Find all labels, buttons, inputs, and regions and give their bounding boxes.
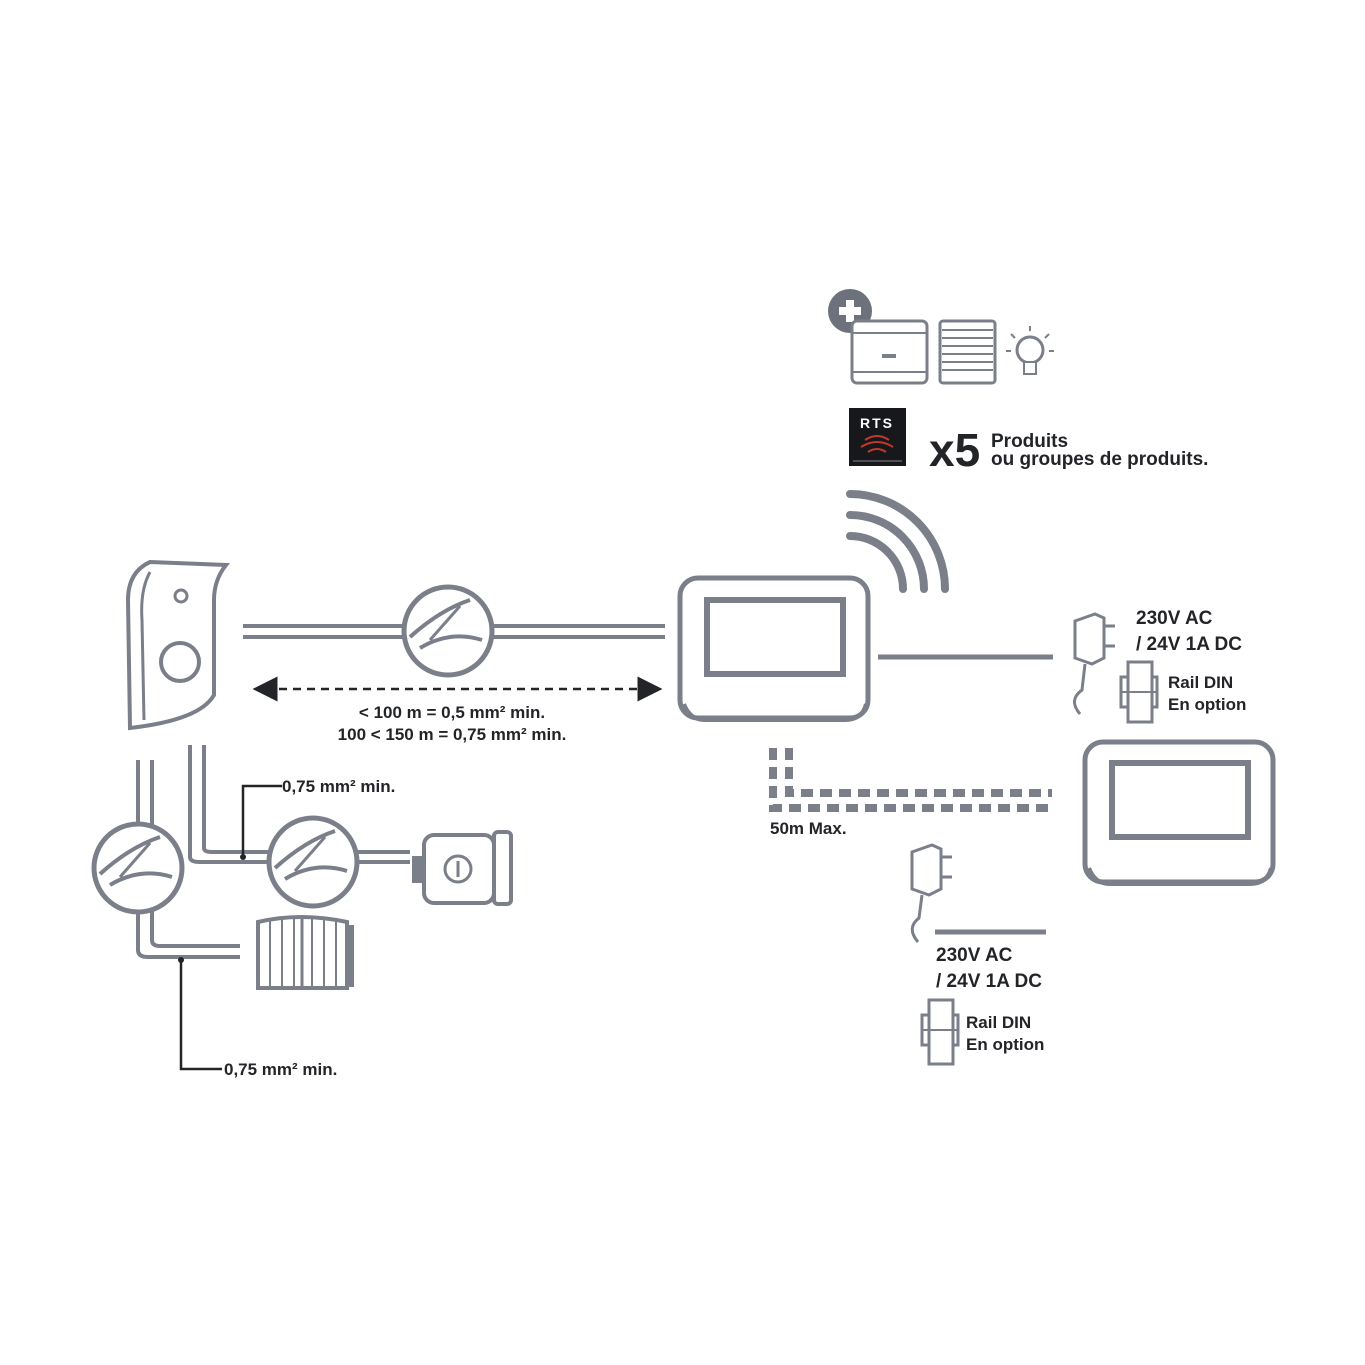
lock-cable (188, 745, 410, 864)
din-rail-module-icon (920, 998, 960, 1066)
gate-cable-spec: 0,75 mm² min. (224, 1060, 337, 1079)
rts-badge-icon: RTS (849, 408, 906, 466)
power1-rail-line1: Rail DIN (1168, 673, 1233, 692)
rts-multiplier: x5 (929, 424, 980, 476)
monitor-icon (1082, 739, 1276, 886)
bus-distance-label: 50m Max. (770, 819, 847, 838)
roller-shutter-icon (938, 319, 997, 385)
power1-line2: / 24V 1A DC (1136, 634, 1242, 655)
power1-line1: 230V AC (1136, 608, 1213, 629)
lock-cable-spec: 0,75 mm² min. (282, 777, 395, 796)
door-station-icon (125, 559, 231, 731)
gate-icon (256, 915, 354, 990)
power2-line1: 230V AC (936, 945, 1013, 966)
power2-rail-line1: Rail DIN (966, 1013, 1031, 1032)
electric-lock-icon (412, 830, 513, 906)
cable-cross-section-icon (401, 584, 495, 678)
power-adapter-icon (910, 843, 952, 943)
power1-rail-line2: En option (1168, 695, 1246, 714)
din-rail-module-icon (1119, 660, 1159, 724)
cable-cross-section-icon (91, 821, 185, 915)
power2-line2: / 24V 1A DC (936, 971, 1042, 992)
rts-products-line2: ou groupes de produits. (991, 449, 1208, 470)
rts-products-line1: Produits (991, 431, 1068, 452)
monitor-icon (677, 575, 871, 722)
rts-badge-text: RTS (860, 415, 894, 431)
power2-rail-line2: En option (966, 1035, 1044, 1054)
awning-icon (850, 319, 929, 385)
cable-spec-line2: 100 < 150 m = 0,75 mm² min. (338, 725, 567, 744)
cable-spec-line1: < 100 m = 0,5 mm² min. (359, 703, 545, 722)
light-bulb-icon (1006, 326, 1054, 375)
secondary-bus-cable (769, 748, 1052, 812)
power-adapter-icon (1073, 612, 1115, 715)
gate-cable (136, 760, 240, 1071)
wireless-waves-icon (846, 490, 949, 593)
cable-cross-section-icon (266, 815, 360, 909)
